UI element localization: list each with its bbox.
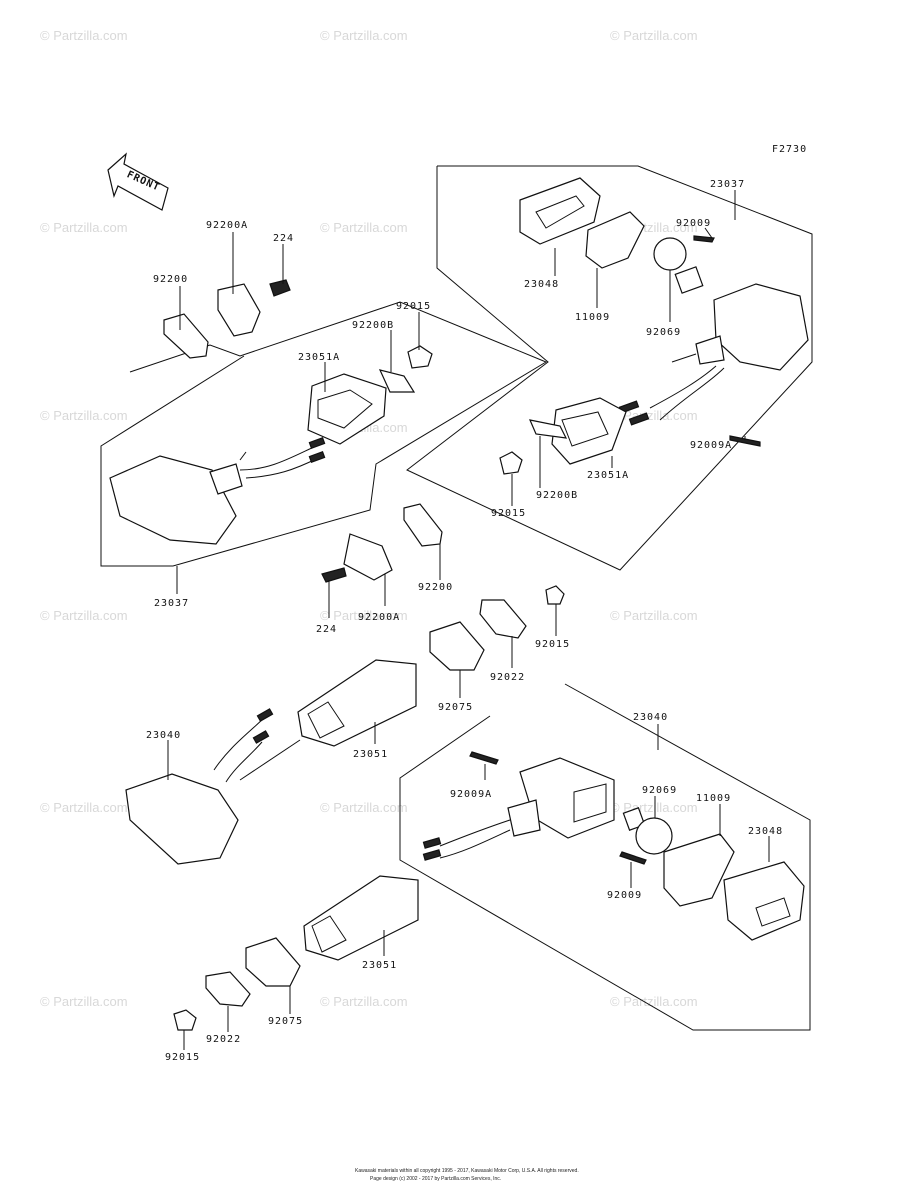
watermark: © Partzilla.com (40, 28, 128, 43)
part-label: 92200 (153, 274, 188, 285)
assembly-frames (100, 165, 813, 1031)
watermark: © Partzilla.com (40, 220, 128, 235)
nut-92015-top (407, 345, 433, 369)
bracket-92200A-top (217, 283, 261, 337)
part-label: 92200B (352, 320, 394, 331)
part-label: 92009 (607, 890, 642, 901)
washer-92022-bot (205, 971, 251, 1007)
watermark: © Partzilla.com (610, 608, 698, 623)
part-label: 92015 (396, 301, 431, 312)
nut-92015-bot (173, 1009, 197, 1031)
signal-housing-23040-right (422, 757, 615, 861)
part-label: 92075 (268, 1016, 303, 1027)
part-label: 92069 (646, 327, 681, 338)
watermark: © Partzilla.com (320, 28, 408, 43)
grommet-23051A-right (551, 397, 627, 465)
part-label: 92200A (358, 612, 400, 623)
part-label: 23040 (633, 712, 668, 723)
part-label: 92015 (165, 1052, 200, 1063)
bolt-224-top (269, 279, 291, 297)
bulb-92069-top (653, 237, 704, 294)
screw-92009-top (693, 235, 715, 243)
washer-92075-mid (429, 621, 485, 671)
plate-92200B-right (528, 419, 568, 439)
bulb-92069-bot (622, 807, 673, 855)
part-label: 92069 (642, 785, 677, 796)
grommet-23051A-left (307, 373, 387, 445)
signal-housing-23040-left (125, 708, 301, 865)
part-label: 92022 (206, 1034, 241, 1045)
washer-92022-mid (479, 599, 527, 639)
part-label: 224 (273, 233, 294, 244)
part-label: 92200 (418, 582, 453, 593)
part-label: 23051 (362, 960, 397, 971)
plate-92200B-top (378, 369, 416, 393)
screw-92009A-bot (469, 751, 499, 765)
plate-92200-top (163, 313, 209, 359)
watermark: © Partzilla.com (40, 800, 128, 815)
watermark: © Partzilla.com (320, 994, 408, 1009)
screw-92009A-top (729, 435, 761, 447)
watermark: © Partzilla.com (320, 800, 408, 815)
lens-23048-bot (723, 861, 805, 941)
watermark: © Partzilla.com (610, 28, 698, 43)
part-label: 92009A (690, 440, 732, 451)
washer-92075-bot (245, 937, 301, 987)
part-label: 23037 (710, 179, 745, 190)
part-label: 92022 (490, 672, 525, 683)
grommet-23051-bot (303, 875, 419, 961)
part-label: 23048 (748, 826, 783, 837)
watermark: © Partzilla.com (320, 220, 408, 235)
nut-92015-right (499, 451, 523, 475)
signal-housing-top-right (618, 283, 809, 426)
part-label: 23040 (146, 730, 181, 741)
gasket-11009-top (585, 211, 645, 269)
bolt-224-mid (321, 567, 347, 583)
grommet-23051-mid (297, 659, 417, 747)
bracket-92200A-mid (343, 533, 393, 581)
part-label: 23051 (353, 749, 388, 760)
watermark: © Partzilla.com (610, 994, 698, 1009)
gasket-11009-bot (663, 833, 735, 907)
part-labels: 23037 92009 23048 11009 92069 92009A 230… (146, 179, 783, 1063)
screw-92009-bot (619, 851, 647, 865)
plate-92200-mid (403, 503, 443, 547)
part-label: 92009A (450, 789, 492, 800)
part-label: 11009 (575, 312, 610, 323)
part-label: 92009 (676, 218, 711, 229)
part-label: 92015 (491, 508, 526, 519)
nut-92015-mid (545, 585, 565, 605)
part-label: 23048 (524, 279, 559, 290)
part-label: 11009 (696, 793, 731, 804)
part-label: 224 (316, 624, 337, 635)
part-label: 23037 (154, 598, 189, 609)
watermark: © Partzilla.com (40, 408, 128, 423)
part-label: 23051A (587, 470, 629, 481)
figure-code: F2730 (772, 144, 807, 155)
lens-23048-top (519, 177, 601, 245)
signal-housing-top-left (109, 437, 326, 545)
part-label: 23051A (298, 352, 340, 363)
watermark: © Partzilla.com (40, 994, 128, 1009)
part-label: 92075 (438, 702, 473, 713)
front-arrow-icon: FRONT (107, 152, 169, 211)
footer-credit: Page design (c) 2002 - 2017 by Partzilla… (370, 1176, 501, 1182)
part-label: 92200A (206, 220, 248, 231)
part-label: 92015 (535, 639, 570, 650)
leader-lines (167, 190, 770, 1050)
watermark: © Partzilla.com (320, 608, 408, 623)
part-label: 92200B (536, 490, 578, 501)
footer-copyright: Kawasaki materials within all copyright … (355, 1168, 579, 1174)
watermark: © Partzilla.com (40, 608, 128, 623)
